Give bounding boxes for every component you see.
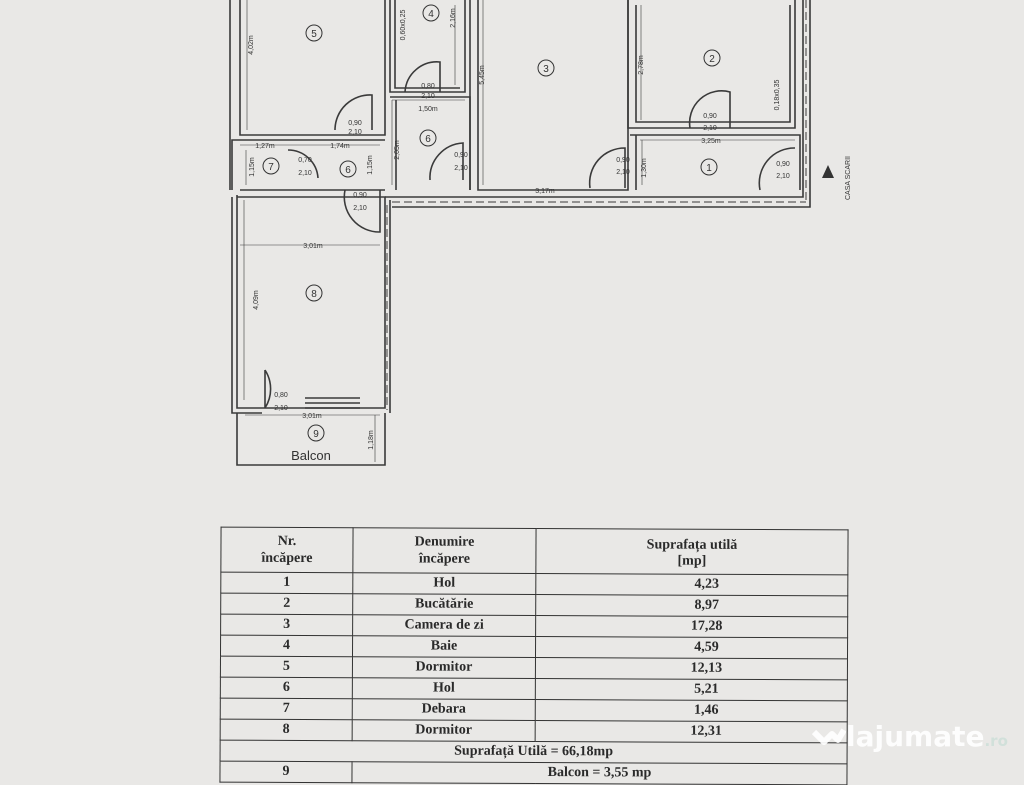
room-number: 9 (313, 429, 319, 440)
dim-label: 0,90 (616, 157, 630, 164)
room-area: 4,23 (535, 573, 848, 596)
balcony-area: Balcon = 3,55 mp (351, 761, 848, 785)
dim-label: 1,15m (367, 155, 374, 175)
room-name: Camera de zi (352, 614, 536, 637)
dim-label: 3,17m (535, 188, 555, 195)
stair-arrow-icon (822, 165, 834, 178)
dim-label: 0,90 (454, 152, 468, 159)
dim-label: 1,18m (368, 430, 375, 450)
header-name: Denumire încăpere (352, 527, 537, 574)
room-area-table: Nr. încăpere Denumire încăpere Suprafața… (219, 527, 849, 785)
dim-label: 4,02m (248, 35, 255, 55)
room-name: Bucătărie (352, 593, 536, 616)
room-nr: 3 (220, 614, 353, 636)
room-number: 7 (268, 162, 274, 173)
dim-label: 3,01m (302, 413, 322, 420)
watermark-suffix: .ro (984, 731, 1008, 750)
dim-label: 0,90 (776, 161, 790, 168)
dim-label: 1,15m (249, 157, 256, 177)
total-area: Suprafață Utilă = 66,18mp (220, 740, 848, 764)
dim-label: 2,10 (348, 129, 362, 136)
dim-label: 1,74m (330, 143, 350, 150)
balcony-row: 9 Balcon = 3,55 mp (219, 761, 848, 785)
dim-label: 5,45m (479, 65, 486, 85)
room-number: 6 (345, 165, 351, 176)
dim-label: 2,10 (703, 125, 717, 132)
room-number: 6 (425, 134, 431, 145)
dim-label: 0,60x0,25 (400, 10, 407, 41)
dim-label: 0,80 (274, 392, 288, 399)
room-nr: 6 (220, 677, 353, 699)
floor-plan: 1 2 3 4 5 6 6 7 8 9 Balcon CASA SCARII 4… (229, 0, 852, 466)
dim-label: 2,10 (298, 170, 312, 177)
dim-label: 3,25m (701, 138, 721, 145)
watermark-text: lajumate (846, 720, 985, 753)
lajumate-logo-icon (812, 727, 846, 745)
balcony-label: Balcon (291, 448, 331, 463)
dim-label: 2,10 (776, 173, 790, 180)
dim-label: 1,30m (641, 158, 648, 178)
room-nr: 1 (220, 572, 353, 594)
dim-label: 2,10 (454, 165, 468, 172)
dim-label: 0,18x0,35 (774, 80, 781, 111)
room-name: Dormitor (352, 656, 536, 679)
room-area: 5,21 (535, 678, 848, 701)
room-number: 5 (311, 29, 317, 40)
room-number: 4 (428, 9, 434, 20)
dim-label: 1,50m (418, 106, 438, 113)
dim-label: 0,90 (353, 192, 367, 199)
table-header-row: Nr. încăpere Denumire încăpere Suprafața… (220, 527, 849, 575)
header-nr: Nr. încăpere (220, 527, 354, 573)
room-name: Hol (352, 572, 536, 595)
dim-label: 2,16m (450, 8, 457, 28)
stair-label: CASA SCARII (845, 156, 852, 200)
dim-label: 2,10 (421, 93, 435, 100)
balcony-nr: 9 (219, 761, 353, 783)
room-area: 4,59 (535, 636, 848, 659)
room-nr: 7 (220, 698, 353, 720)
dim-label: 2,78m (638, 55, 645, 75)
room-nr: 8 (220, 719, 353, 741)
room-name: Hol (352, 677, 536, 700)
dim-label: 4,09m (253, 290, 260, 310)
room-number: 1 (706, 163, 712, 174)
room-area: 8,97 (535, 594, 848, 617)
room-area: 17,28 (535, 615, 848, 638)
header-area: Suprafața utilă [mp] (535, 528, 849, 575)
room-area: 1,46 (535, 699, 848, 722)
room-name: Dormitor (352, 719, 536, 742)
room-name: Debara (352, 698, 536, 721)
room-area: 12,13 (535, 657, 848, 680)
room-area: 12,31 (535, 720, 848, 743)
room-name: Baie (352, 635, 536, 658)
dim-label: 2,10 (616, 169, 630, 176)
total-row: Suprafață Utilă = 66,18mp (220, 740, 848, 764)
dim-label: 0,80 (421, 83, 435, 90)
dim-label: 2,10 (353, 205, 367, 212)
room-number: 3 (543, 64, 549, 75)
room-number: 2 (709, 54, 715, 65)
room-nr: 2 (220, 593, 353, 615)
room-number: 8 (311, 289, 317, 300)
dim-label: 0,70 (298, 157, 312, 164)
dim-label: 2,10 (274, 405, 288, 412)
room-nr: 4 (220, 635, 353, 657)
dim-label: 2,05m (394, 140, 401, 160)
lajumate-watermark: lajumate.ro (812, 720, 1008, 753)
dim-label: 0,90 (703, 113, 717, 120)
room-nr: 5 (220, 656, 353, 678)
dim-label: 1,27m (255, 143, 275, 150)
dim-label: 0,90 (348, 120, 362, 127)
dim-label: 3,01m (303, 243, 323, 250)
